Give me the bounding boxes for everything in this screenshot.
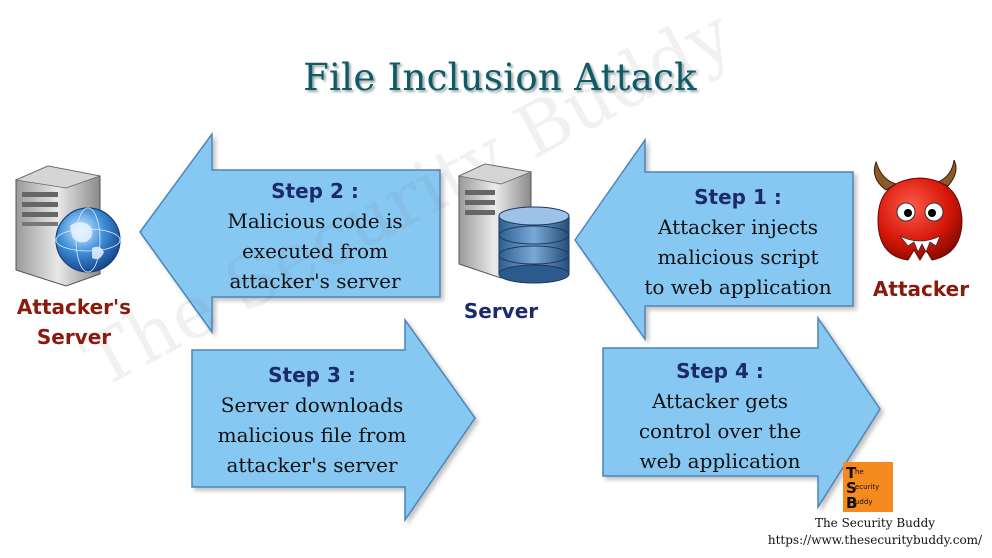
step4-line: Attacker gets (651, 389, 789, 413)
attackers-server-label-line: Attacker's (16, 295, 132, 319)
step2-arrow (139, 131, 441, 335)
step4-text: Step 4 : Attacker gets control over the … (606, 356, 834, 476)
attackers-server-label: Attacker's Server (6, 292, 142, 352)
server-database-icon (457, 163, 570, 284)
brand-name: The Security Buddy (814, 516, 936, 530)
step2-heading: Step 2 : (271, 179, 359, 203)
logo-letter: S (846, 479, 857, 497)
step2-line: Malicious code is (227, 209, 403, 233)
logo-word: uddy (855, 498, 873, 506)
step4-arrow (602, 315, 881, 510)
step1-line: malicious script (657, 245, 819, 269)
attacker-label: Attacker (872, 277, 970, 301)
brand-url[interactable]: https://www.thesecuritybuddy.com/ (767, 533, 983, 547)
step4-line: web application (639, 449, 801, 473)
step1-text: Step 1 : Attacker injects malicious scri… (624, 182, 852, 302)
step2-line: executed from (241, 239, 389, 263)
attackers-server-label-line: Server (36, 325, 112, 349)
step1-line: Attacker injects (658, 215, 818, 239)
step3-line: Server downloads (220, 393, 404, 417)
step3-text: Step 3 : Server downloads malicious file… (192, 360, 432, 480)
attacker-server-icon (14, 165, 121, 287)
logo-letter: B (846, 494, 858, 512)
attacker-devil-icon (873, 160, 963, 261)
logo-word: ecurity (855, 483, 880, 491)
logo-word: he (855, 468, 864, 476)
step3-heading: Step 3 : (268, 363, 356, 387)
server-label: Server (463, 299, 539, 323)
step2-line: attacker's server (229, 269, 401, 293)
step3-arrow (191, 317, 476, 523)
step3-line: malicious file from (217, 423, 407, 447)
step3-line: attacker's server (226, 453, 398, 477)
step4-line: control over the (638, 419, 802, 443)
step2-text: Step 2 : Malicious code is executed from… (195, 176, 435, 296)
step1-heading: Step 1 : (694, 185, 782, 209)
diagram-title: File Inclusion Attack (303, 56, 697, 99)
step4-heading: Step 4 : (676, 359, 764, 383)
logo-letter: T (846, 464, 857, 482)
brand-logo: T he S ecurity B uddy (843, 462, 893, 512)
step1-line: to web application (644, 275, 832, 299)
step1-arrow (574, 137, 854, 342)
